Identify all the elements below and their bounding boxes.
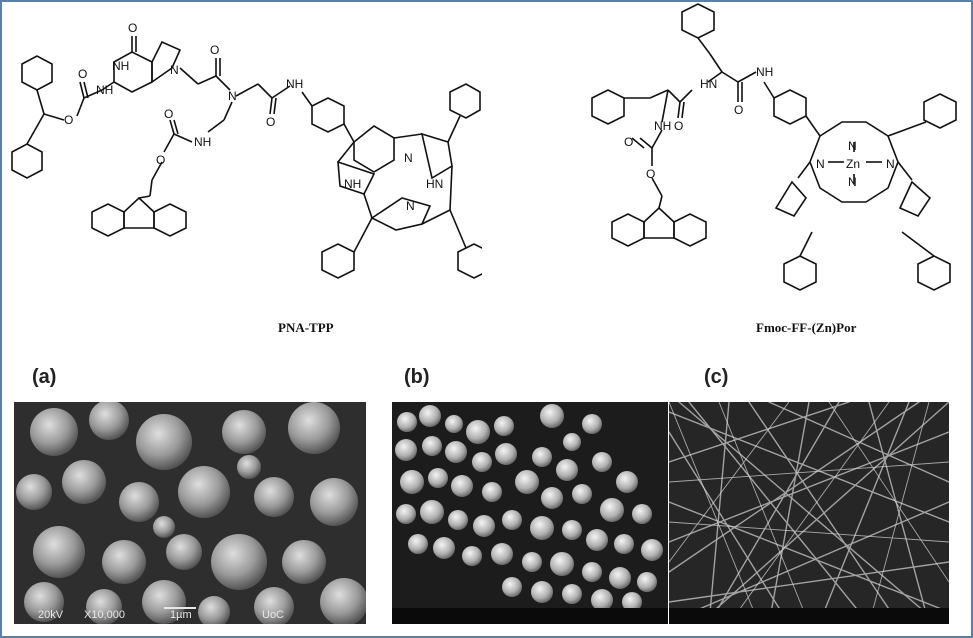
- atom-nh: NH: [756, 65, 773, 79]
- sem-magnification-text: X10,000: [84, 609, 125, 621]
- atom-n: N: [886, 157, 895, 171]
- atom-nh: NH: [286, 77, 303, 91]
- atom-o: O: [674, 119, 683, 133]
- sem-image-c: [669, 402, 949, 624]
- atom-n: N: [848, 175, 857, 189]
- atom-o: O: [624, 135, 633, 149]
- compound-label-fmoc-ff-znpor: Fmoc-FF-(Zn)Por: [756, 320, 857, 335]
- sem-voltage-text: 20kV: [38, 609, 64, 621]
- atom-o: O: [646, 167, 655, 181]
- atom-n: N: [816, 157, 825, 171]
- atom-hn: HN: [700, 77, 717, 91]
- pna-tpp-structure: NH O N NH O O O N O NH NH O O N NH HN N: [11, 21, 482, 279]
- atom-n: N: [404, 151, 413, 165]
- atom-o: O: [78, 67, 87, 81]
- sem-lab-text: UoC: [262, 609, 284, 621]
- atom-o: O: [128, 21, 137, 35]
- atom-o: O: [156, 153, 165, 167]
- panel-label-b: (b): [404, 366, 430, 388]
- atom-o: O: [734, 103, 743, 117]
- fmoc-ff-znpor-structure: HN NH O O NH O O N N Zn N N: [591, 3, 957, 291]
- sem-image-b: [392, 402, 668, 624]
- atom-hn: HN: [426, 177, 443, 191]
- atom-nh: NH: [112, 59, 129, 73]
- atom-o: O: [210, 43, 219, 57]
- atom-zn: Zn: [846, 157, 860, 171]
- atom-o: O: [164, 107, 173, 121]
- panel-label-a: (a): [32, 366, 57, 388]
- atom-o: O: [266, 115, 275, 129]
- atom-nh: NH: [654, 119, 671, 133]
- compound-label-pna-tpp: PNA-TPP: [278, 320, 334, 335]
- sem-scalebar-text: 1µm: [170, 609, 192, 621]
- atom-n: N: [170, 63, 179, 77]
- atom-n: N: [228, 89, 237, 103]
- atom-o: O: [64, 113, 73, 127]
- atom-nh: NH: [96, 83, 113, 97]
- atom-n: N: [848, 139, 857, 153]
- atom-nh: NH: [344, 177, 361, 191]
- sem-image-a: 20kV X10,000 1µm UoC: [14, 402, 366, 624]
- atom-n: N: [406, 199, 415, 213]
- atom-nh: NH: [194, 135, 211, 149]
- panel-label-c: (c): [704, 366, 729, 388]
